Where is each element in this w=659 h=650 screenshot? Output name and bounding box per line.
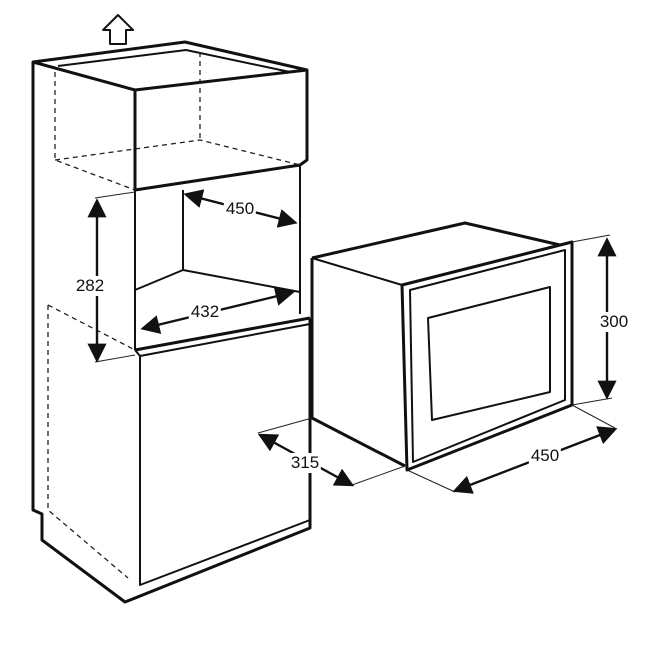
label-niche-width: 432 — [188, 302, 222, 322]
built-in-microwave — [257, 221, 616, 493]
label-appliance-depth: 315 — [288, 453, 322, 473]
up-arrow-icon — [102, 14, 134, 45]
label-niche-height: 282 — [73, 276, 107, 296]
label-appliance-height: 300 — [597, 312, 631, 332]
label-appliance-width: 450 — [528, 446, 562, 466]
label-niche-depth: 450 — [223, 199, 257, 219]
tall-cabinet — [31, 40, 312, 604]
